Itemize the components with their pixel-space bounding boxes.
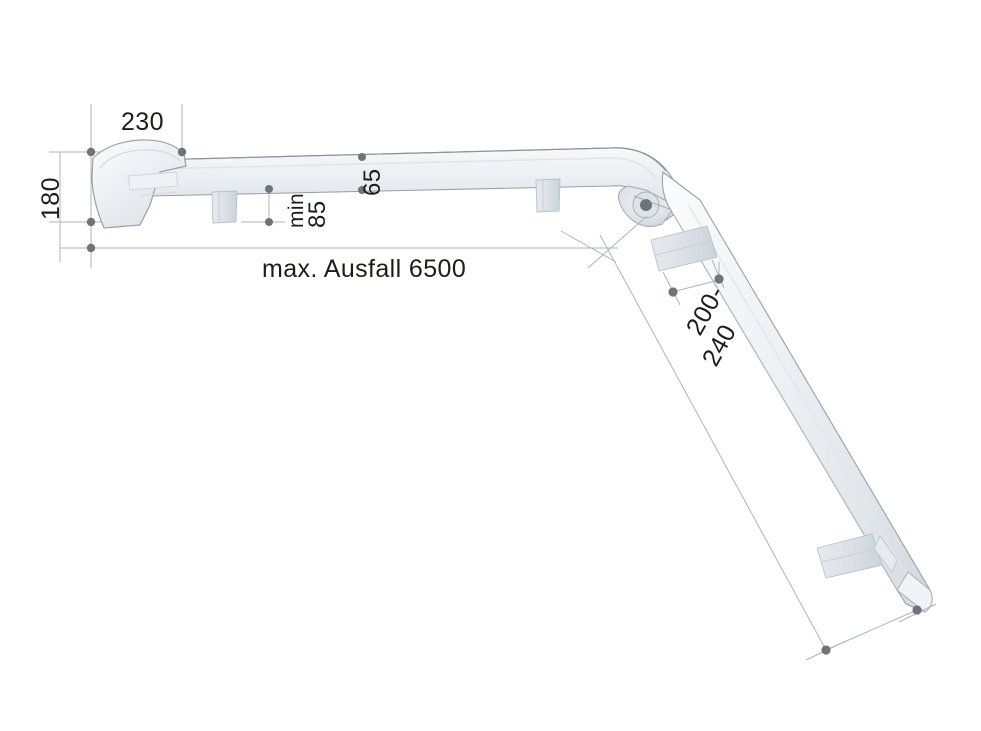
node-200240-lower [668, 287, 678, 297]
label-180: 180 [37, 177, 65, 220]
label-min: min [285, 193, 308, 228]
joint-seam [633, 195, 673, 211]
label-230: 230 [121, 108, 164, 136]
hanger-bracket-1 [211, 190, 238, 224]
diagonal-arm-brackets [650, 225, 898, 579]
node-65-top [358, 153, 366, 161]
node-min85-top [265, 185, 273, 193]
label-65: 65 [359, 169, 386, 197]
arm-bracket-lower [816, 533, 883, 579]
wall-bracket-endcap [91, 139, 187, 229]
dim-line-200-240 [671, 279, 720, 293]
node-200240-upper [714, 274, 724, 284]
arm-bracket-lower-crease [820, 548, 878, 563]
node-180-bottom [86, 217, 96, 227]
tick-200-240-right [711, 259, 725, 289]
endcap-groove [127, 171, 179, 191]
diagonal-arm-left-edge [671, 211, 898, 591]
dim-line-arm-length [599, 234, 827, 651]
leader-ausfall-crossing [560, 230, 617, 263]
node-ausfall-left [86, 243, 96, 253]
hanger-brackets [211, 178, 561, 224]
label-85: 85 [304, 201, 331, 229]
diagonal-arm-crease [687, 203, 919, 595]
arm-bracket-upper [650, 225, 718, 272]
node-arm-bottom-left [821, 645, 831, 655]
leader-joint-to-dimline [587, 215, 648, 269]
diagonal-arm-endcap [896, 571, 933, 613]
node-230-right [177, 147, 187, 157]
node-min85-bottom [265, 218, 273, 226]
label-max-ausfall: max. Ausfall 6500 [262, 255, 466, 283]
node-65-bottom [358, 186, 366, 194]
node-joint-center [640, 199, 652, 211]
dimension-labels: 230 180 65 min 85 max. Ausfall 6500 200-… [37, 108, 742, 371]
dimension-node-dots [86, 147, 922, 655]
node-230-left [86, 147, 96, 157]
bar-inner-crease [151, 157, 657, 179]
bar-top-edge [149, 147, 667, 172]
node-arm-bottom-right [912, 605, 922, 615]
endcap-groove-line [139, 191, 177, 197]
arm-bracket-upper-crease [654, 240, 713, 256]
arm-bracket-side-nub [873, 535, 898, 573]
hanger-bracket-2 [535, 178, 561, 213]
endcap-highlight [99, 149, 181, 169]
